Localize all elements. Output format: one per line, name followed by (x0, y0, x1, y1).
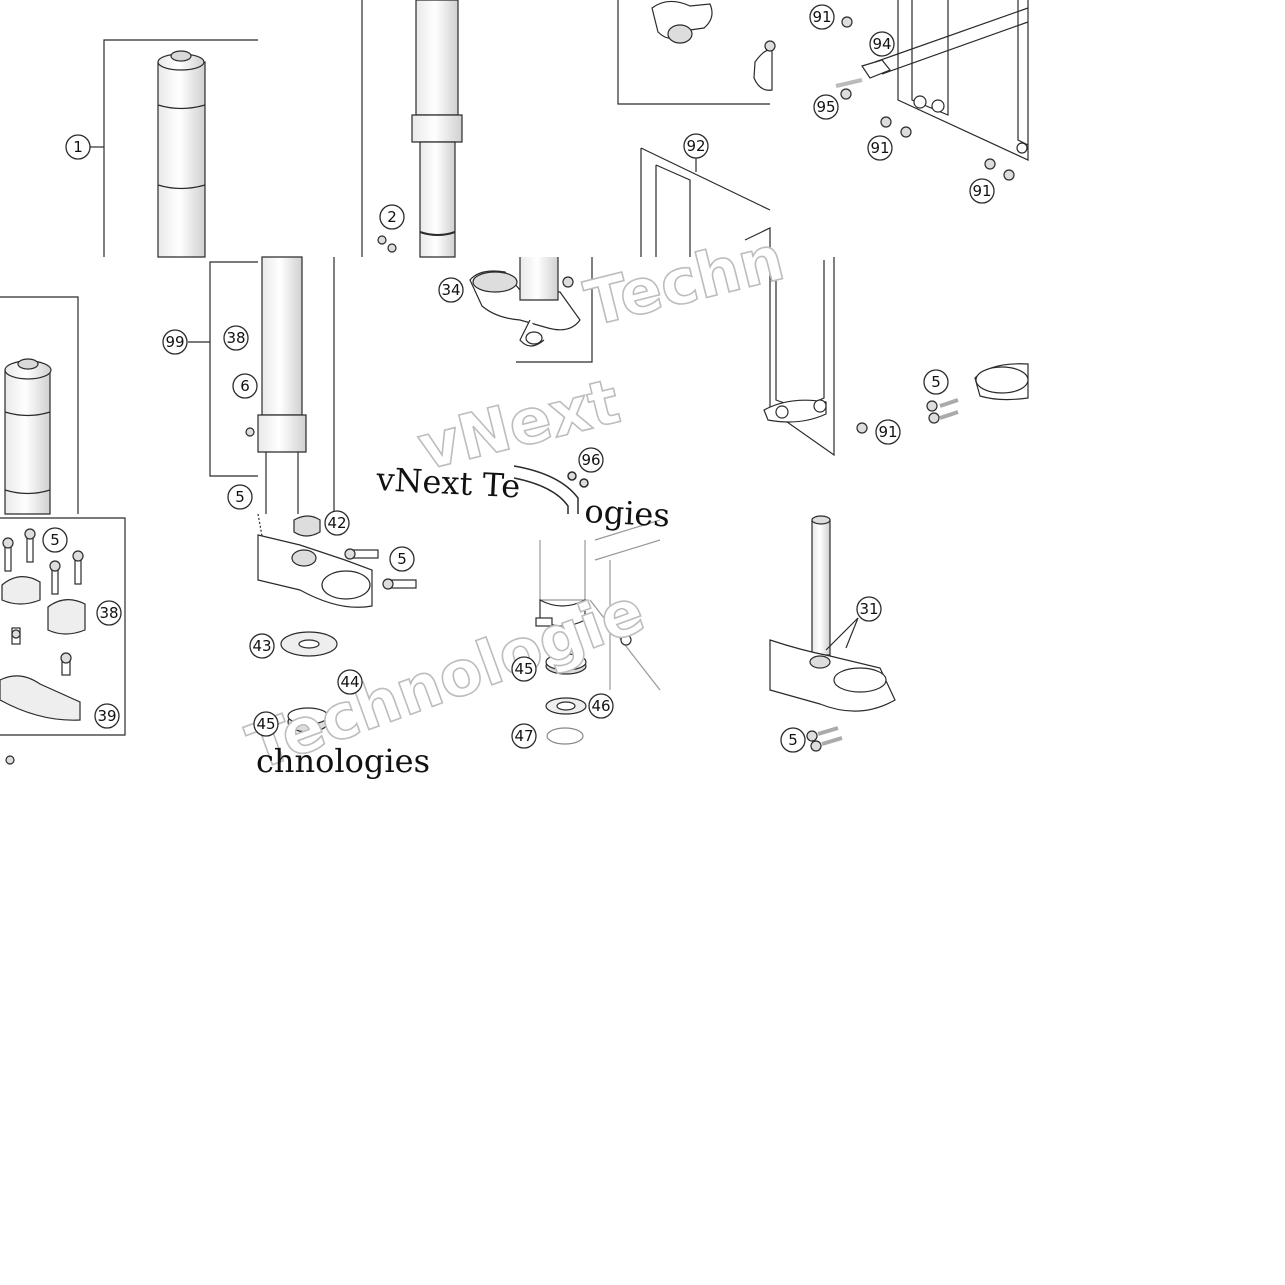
callout-34: 34 (438, 277, 464, 303)
watermark-techn: Techn (578, 221, 791, 340)
svg-text:38: 38 (99, 604, 118, 622)
svg-text:39: 39 (97, 707, 116, 725)
callout-5-a: 5 (227, 484, 253, 510)
callout-38-a: 38 (223, 325, 249, 351)
bracket-96 (513, 465, 589, 514)
number-plate-frame (640, 147, 771, 257)
callout-38-b: 38 (96, 600, 122, 626)
bracket-assembly (835, 0, 1029, 181)
steering-head-bearings (535, 519, 661, 745)
callout-39: 39 (94, 703, 120, 729)
callout-5-e: 5 (780, 727, 806, 753)
callout-94: 94 (869, 31, 895, 57)
callout-2: 2 (379, 204, 405, 230)
callout-91-c: 91 (969, 178, 995, 204)
watermark-serif-line2: ogies (584, 492, 671, 534)
svg-text:96: 96 (581, 451, 600, 469)
svg-text:5: 5 (788, 731, 798, 749)
callout-91-a: 91 (809, 4, 835, 30)
svg-text:1: 1 (73, 138, 83, 156)
fork-tube-1-lower (0, 296, 79, 515)
watermark-serif-line1: vNext Te (375, 460, 522, 506)
svg-text:91: 91 (972, 182, 991, 200)
watermark-technologies: chnologies (256, 742, 430, 780)
callout-92: 92 (683, 133, 709, 159)
callout-96: 96 (578, 447, 604, 473)
callout-42: 42 (324, 510, 350, 536)
svg-text:5: 5 (931, 373, 941, 391)
svg-text:94: 94 (872, 35, 891, 53)
svg-text:91: 91 (878, 423, 897, 441)
callout-43: 43 (249, 633, 275, 659)
svg-text:44: 44 (340, 673, 359, 691)
callout-5-d: 5 (389, 546, 415, 572)
svg-text:45: 45 (256, 715, 275, 733)
svg-text:31: 31 (859, 600, 878, 618)
callout-6: 6 (232, 373, 258, 399)
fork-leg-2 (361, 0, 463, 258)
fork-outer-bracket (763, 257, 1029, 457)
upper-triple-clamp (257, 513, 417, 733)
svg-text:43: 43 (252, 637, 271, 655)
fork-leg-middle (188, 256, 335, 514)
callout-45-b: 45 (511, 656, 537, 682)
handlebar-clamp-parts (0, 517, 126, 765)
svg-text:91: 91 (812, 8, 831, 26)
callout-44: 44 (337, 669, 363, 695)
callout-5-b: 5 (923, 369, 949, 395)
fork-tube-1 (90, 39, 258, 258)
callout-47: 47 (511, 723, 537, 749)
callout-99: 99 (162, 329, 188, 355)
callout-45-a: 45 (253, 711, 279, 737)
svg-text:45: 45 (514, 660, 533, 678)
svg-text:47: 47 (514, 727, 533, 745)
svg-text:5: 5 (50, 531, 60, 549)
callout-5-c: 5 (42, 527, 68, 553)
lower-triple-clamp (469, 257, 593, 363)
callout-95: 95 (813, 94, 839, 120)
svg-text:38: 38 (226, 329, 245, 347)
svg-text:5: 5 (397, 550, 407, 568)
svg-text:42: 42 (327, 514, 346, 532)
svg-text:91: 91 (870, 139, 889, 157)
svg-text:99: 99 (165, 333, 184, 351)
callout-91-d: 91 (875, 419, 901, 445)
svg-text:46: 46 (591, 697, 610, 715)
steering-stem (769, 515, 896, 752)
svg-text:2: 2 (387, 208, 397, 226)
handlebar-clamp-top (617, 0, 776, 105)
svg-text:6: 6 (240, 377, 250, 395)
callout-46: 46 (588, 693, 614, 719)
svg-text:92: 92 (686, 137, 705, 155)
callout-1: 1 (65, 134, 91, 160)
svg-text:5: 5 (235, 488, 245, 506)
svg-text:95: 95 (816, 98, 835, 116)
svg-text:34: 34 (441, 281, 460, 299)
callout-31: 31 (856, 596, 882, 622)
callout-91-b: 91 (867, 135, 893, 161)
